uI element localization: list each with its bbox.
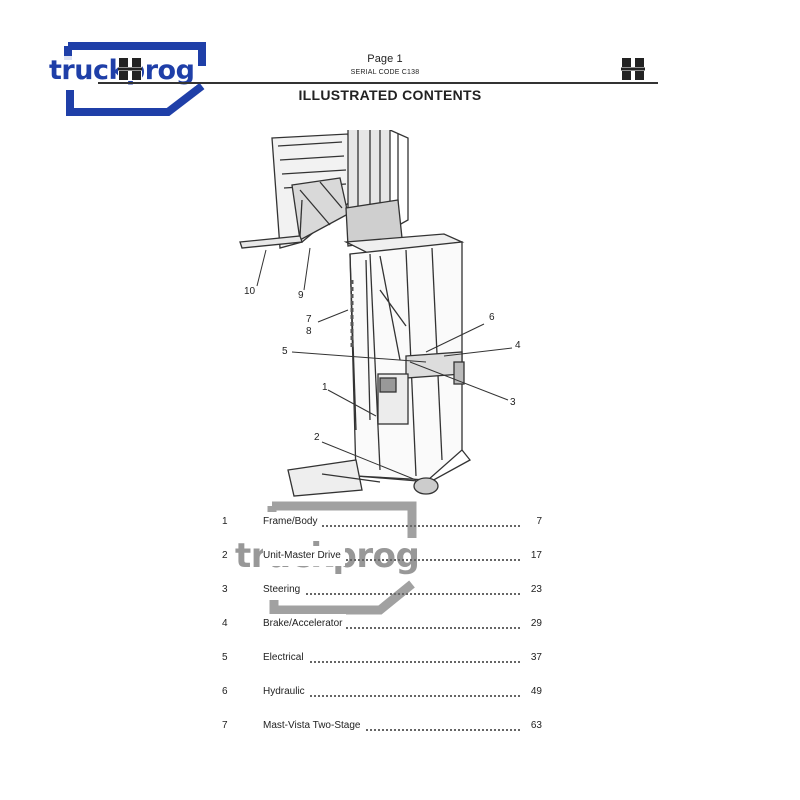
section-number: 2 [222,550,228,561]
section-title: Electrical [263,648,308,668]
callout-label: 5 [282,346,288,357]
forklift-illustration: 10 9 7 8 6 5 4 3 1 2 [230,123,530,510]
callout-label: 6 [489,312,495,323]
section-number: 7 [222,720,228,731]
callout-label: 10 [244,286,256,297]
section-title: Steering [263,580,305,600]
callout-label: 3 [510,397,516,408]
section-title: Unit-Master Drive [263,546,345,566]
list-item[interactable]: 4 Brake/Accelerator 29 [222,614,542,648]
section-number: 6 [222,686,228,697]
page-number: Page 1 [367,53,403,65]
dot-leader [263,525,520,527]
dot-leader [263,627,520,629]
list-item[interactable]: 2 Unit-Master Drive 17 [222,546,542,580]
section-number: 4 [222,618,228,629]
list-item[interactable]: 5 Electrical 37 [222,648,542,682]
dot-leader [263,661,520,663]
section-page: 23 [522,580,542,600]
section-title: Brake/Accelerator [263,614,347,634]
section-page: 29 [522,614,542,634]
section-number: 3 [222,584,228,595]
section-title: Frame/Body [263,512,322,532]
section-page: 37 [522,648,542,668]
callout-label: 4 [515,340,521,351]
dot-leader [263,695,520,697]
dot-leader [263,593,520,595]
dot-leader [263,559,520,561]
section-page: 17 [522,546,542,566]
contents-list: 1 Frame/Body 7 2 Unit-Master Drive 17 3 … [222,512,542,750]
section-title: Hydraulic [263,682,309,702]
callout-label: 9 [298,290,304,301]
section-title: Mast-Vista Two-Stage [263,716,365,736]
section-page: 49 [522,682,542,702]
list-item[interactable]: 6 Hydraulic 49 [222,682,542,716]
page-title: ILLUSTRATED CONTENTS [298,87,482,103]
hyster-logo-icon [118,57,142,81]
list-item[interactable]: 1 Frame/Body 7 [222,512,542,546]
list-item[interactable]: 3 Steering 23 [222,580,542,614]
callout-label: 7 [306,314,312,325]
section-number: 5 [222,652,228,663]
list-item[interactable]: 7 Mast-Vista Two-Stage 63 [222,716,542,750]
hyster-logo-icon [621,57,645,81]
header-divider [98,82,658,84]
callout-label: 8 [306,326,312,337]
callout-label: 2 [314,432,320,443]
section-page: 7 [522,512,542,532]
serial-code: SERIAL CODE C138 [350,69,420,76]
callout-label: 1 [322,382,328,393]
forklift-drawing-icon [239,123,513,497]
dot-leader [263,729,520,731]
section-page: 63 [522,716,542,736]
section-number: 1 [222,516,228,527]
